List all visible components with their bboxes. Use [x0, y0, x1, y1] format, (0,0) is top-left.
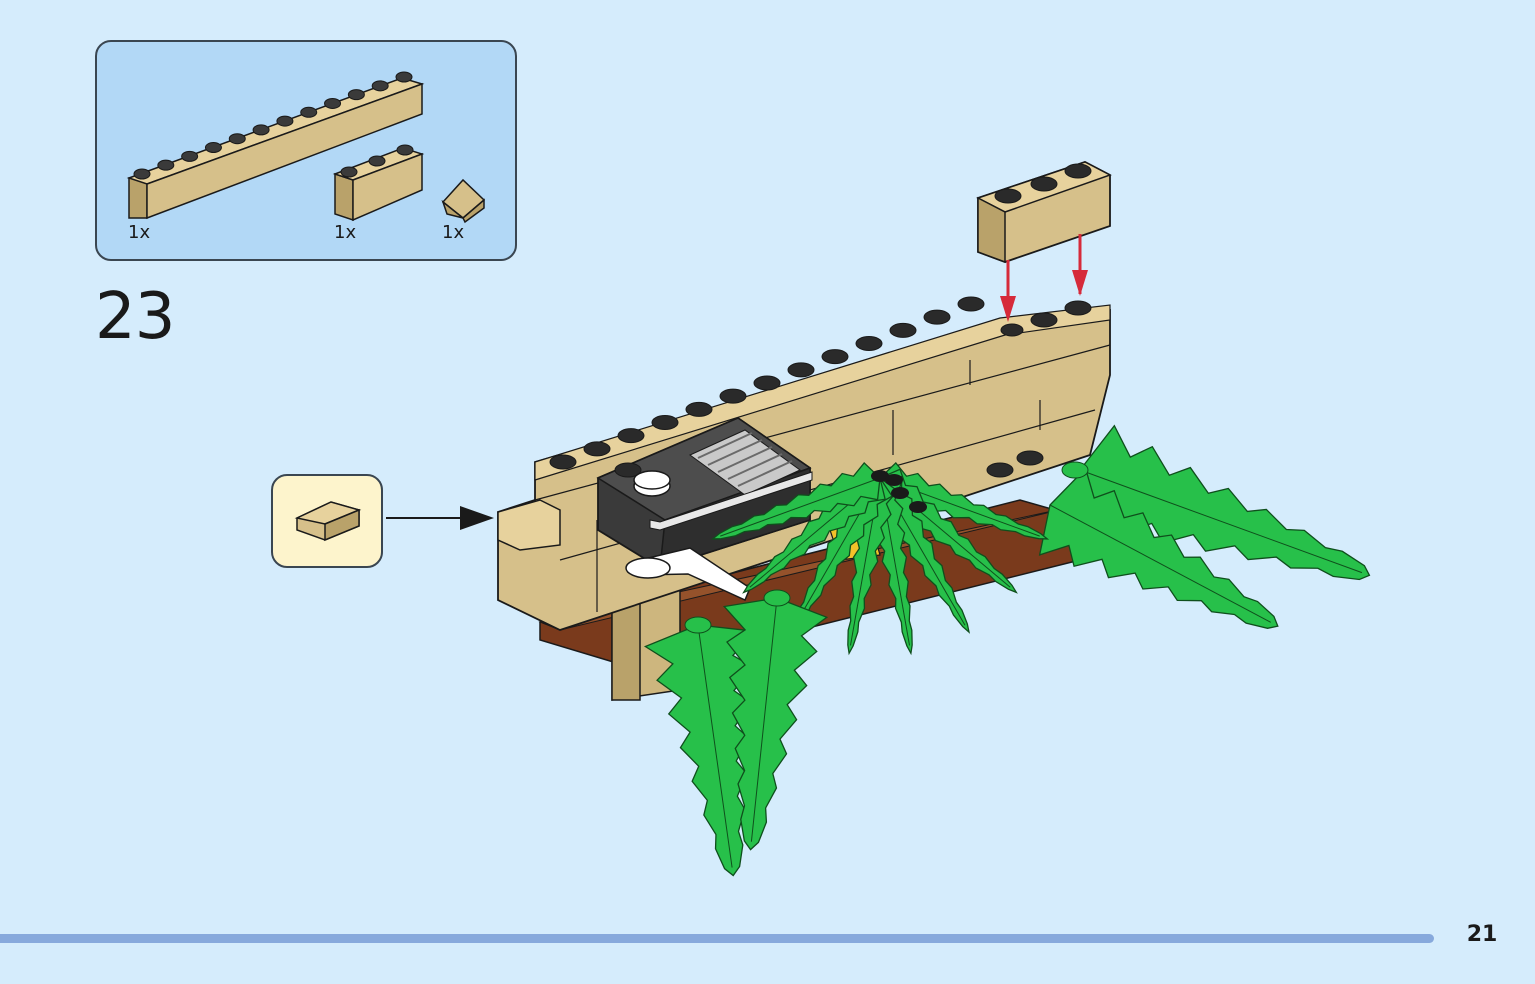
stud [252, 124, 270, 136]
stud [133, 168, 151, 180]
stud [204, 142, 222, 154]
callout-panel [271, 474, 383, 568]
stud [396, 144, 414, 156]
palm-leaf-icon [861, 477, 913, 656]
stud [685, 401, 713, 417]
stud [395, 71, 413, 83]
stud [583, 441, 611, 457]
stud [368, 155, 386, 167]
stud [617, 428, 645, 444]
palm-leaf-icon [874, 468, 1018, 594]
brown-base [538, 499, 1091, 671]
palm-leaf-icon [710, 461, 881, 540]
stud [181, 150, 199, 162]
brick-icon [126, 71, 425, 220]
tan-column [611, 578, 681, 701]
part-qty-1: 1x [128, 222, 151, 243]
stud [753, 375, 781, 391]
stud [923, 309, 951, 325]
palm-leaf-icon [789, 475, 894, 634]
stud [1000, 323, 1024, 337]
yellow-piece [819, 484, 881, 561]
palm-leaf-icon [1077, 424, 1371, 581]
stud [340, 166, 358, 178]
stud [228, 133, 246, 145]
stud [821, 349, 849, 365]
part-qty-3: 1x [442, 222, 465, 243]
leaf-hub [763, 589, 791, 607]
stud [885, 474, 903, 486]
stud [371, 80, 389, 92]
brick-icon [976, 161, 1112, 264]
parts-list-panel: 1x 1x 1x [95, 40, 517, 261]
palm-leaves [643, 424, 1371, 877]
stud [891, 487, 909, 499]
parts-list-art [126, 71, 486, 224]
page-number: 21 [1466, 922, 1498, 947]
stud [651, 415, 679, 430]
stud [157, 159, 175, 171]
stud [276, 115, 294, 127]
stud [719, 388, 747, 404]
palm-leaf-icon [847, 477, 899, 656]
stud [324, 97, 342, 109]
palm-leaf-icon [643, 624, 756, 877]
palm-leaf-icon [866, 475, 971, 634]
red-arrow-icon [1000, 234, 1088, 322]
palm-leaf-icon [742, 468, 886, 594]
stud [300, 106, 318, 118]
palm-leaf-icon [1038, 467, 1279, 629]
stud [347, 89, 365, 101]
stud [889, 322, 917, 338]
slope-icon [441, 178, 486, 224]
placement-arrow-icon [386, 506, 494, 530]
stud [787, 362, 815, 378]
palm-leaf-icon [879, 461, 1050, 540]
part-qty-2: 1x [334, 222, 357, 243]
stud [1064, 300, 1092, 316]
footer-progress-bar [0, 934, 1434, 943]
stud [855, 336, 883, 351]
leaf-hub [684, 616, 712, 634]
stud [957, 296, 985, 312]
leaf-hub [1061, 461, 1089, 479]
camera-brick-icon [596, 416, 813, 602]
stud [871, 470, 889, 482]
palm-leaf-icon [722, 597, 829, 851]
stud [909, 501, 927, 513]
stud [1030, 312, 1058, 328]
step-number: 23 [95, 280, 175, 354]
stud [549, 454, 577, 470]
brick-icon [332, 144, 425, 222]
slope-icon [294, 501, 362, 542]
tan-wall [497, 296, 1111, 631]
